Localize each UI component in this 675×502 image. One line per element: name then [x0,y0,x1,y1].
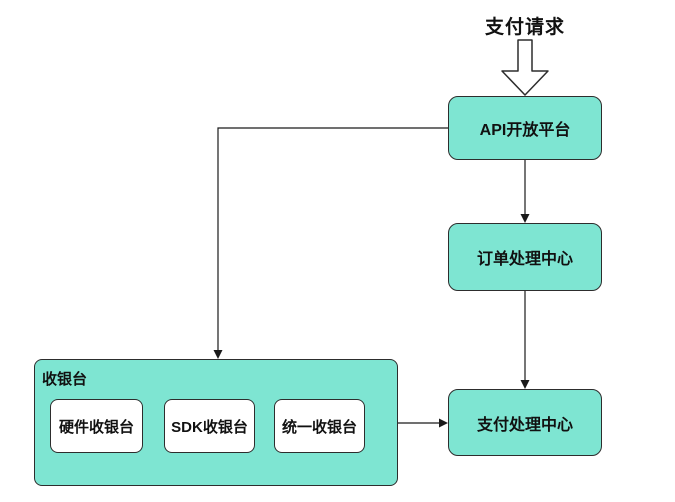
subnode-sdk-cashier: SDK收银台 [164,399,255,453]
node-api-platform: API开放平台 [448,96,602,160]
subnode-sdk-cashier-label: SDK收银台 [171,418,248,436]
node-payment-center-label: 支付处理中心 [476,416,573,434]
node-payment-center: 支付处理中心 [448,389,602,456]
connector-api-to-order [520,160,530,223]
subnode-hardware-cashier: 硬件收银台 [50,399,143,453]
node-api-platform-label: API开放平台 [479,122,571,139]
connector-cashier-to-payment [398,418,448,428]
group-cashier: 收银台 硬件收银台 SDK收银台 统一收银台 [34,359,398,486]
subnode-unified-cashier-label: 统一收银台 [281,418,357,436]
down-arrow-icon [501,39,549,96]
subnode-hardware-cashier-label: 硬件收银台 [58,418,134,436]
subnode-unified-cashier: 统一收银台 [274,399,365,453]
node-order-center-label: 订单处理中心 [476,251,573,268]
payment-request-label: 支付请求 [484,17,565,38]
node-order-center: 订单处理中心 [448,223,602,291]
group-cashier-label: 收银台 [42,371,88,388]
connector-api-to-cashier [213,127,448,359]
connector-order-to-payment [520,291,530,389]
